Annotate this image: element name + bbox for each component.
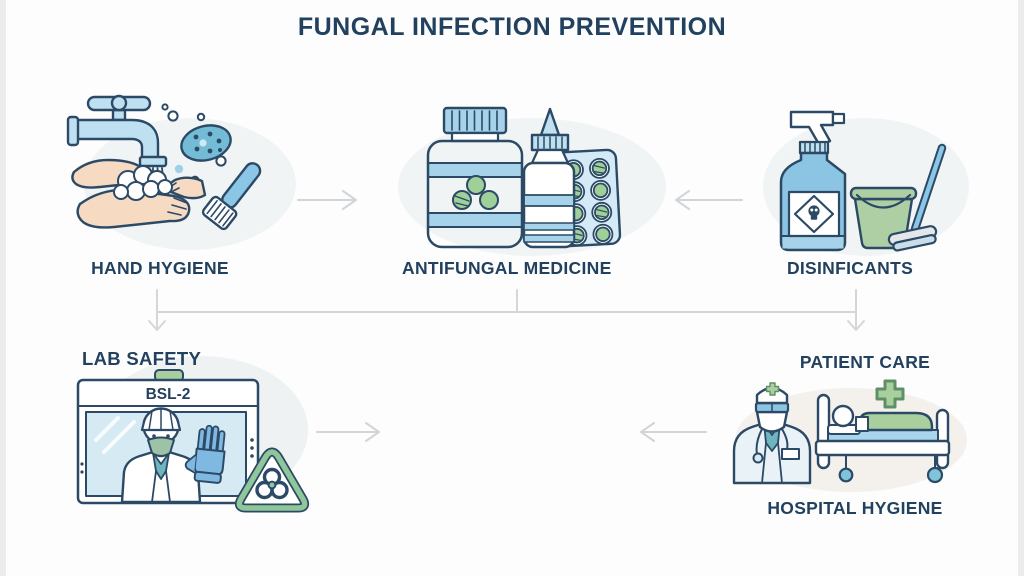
patient-care-illustration	[732, 379, 951, 485]
disinfectants-illustration	[779, 110, 947, 252]
arrow-left-icon	[640, 422, 707, 442]
hospital-bed-icon	[814, 393, 951, 484]
page-title: FUNGAL INFECTION PREVENTION	[297, 13, 727, 41]
doctor-icon	[732, 382, 812, 485]
hand-hygiene-label: HAND HYGIENE	[91, 258, 229, 278]
arrow-right-icon	[316, 422, 380, 442]
hand-hygiene-illustration	[66, 94, 262, 231]
mop-icon	[887, 143, 947, 252]
finger-lines	[167, 197, 188, 216]
branch-down-arrows-icon	[148, 289, 865, 331]
medical-cross-icon	[875, 379, 905, 409]
hospital-hygiene-label: HOSPITAL HYGIENE	[767, 498, 943, 518]
disinfectants-label: DISINFICANTS	[786, 258, 914, 278]
right-edge-strip	[1018, 0, 1024, 576]
lab-safety-illustration: BSL-2	[76, 369, 310, 513]
faucet-icon	[66, 94, 168, 192]
arrow-left-icon	[675, 190, 743, 210]
pill-bottle-icon	[426, 106, 524, 249]
spray-bottle-icon	[779, 110, 847, 252]
antifungal-medicine-label: ANTIFUNGAL MEDICINE	[402, 258, 612, 278]
sponge-icon	[180, 124, 232, 162]
brush-icon	[201, 162, 262, 231]
biohazard-sign-icon	[234, 447, 310, 513]
dropper-bottle-icon	[522, 107, 576, 249]
lab-safety-label: LAB SAFETY	[82, 348, 202, 369]
glove-icon	[184, 424, 226, 484]
skull-hazard-icon	[808, 205, 820, 220]
patient-care-label: PATIENT CARE	[799, 352, 931, 372]
bsl2-label: BSL-2	[146, 386, 191, 403]
antifungal-medicine-illustration	[426, 106, 622, 249]
left-edge-strip	[0, 0, 6, 576]
arrow-right-icon	[297, 190, 357, 210]
lab-worker-icon	[120, 407, 202, 504]
soap-foam-icon	[113, 165, 173, 201]
